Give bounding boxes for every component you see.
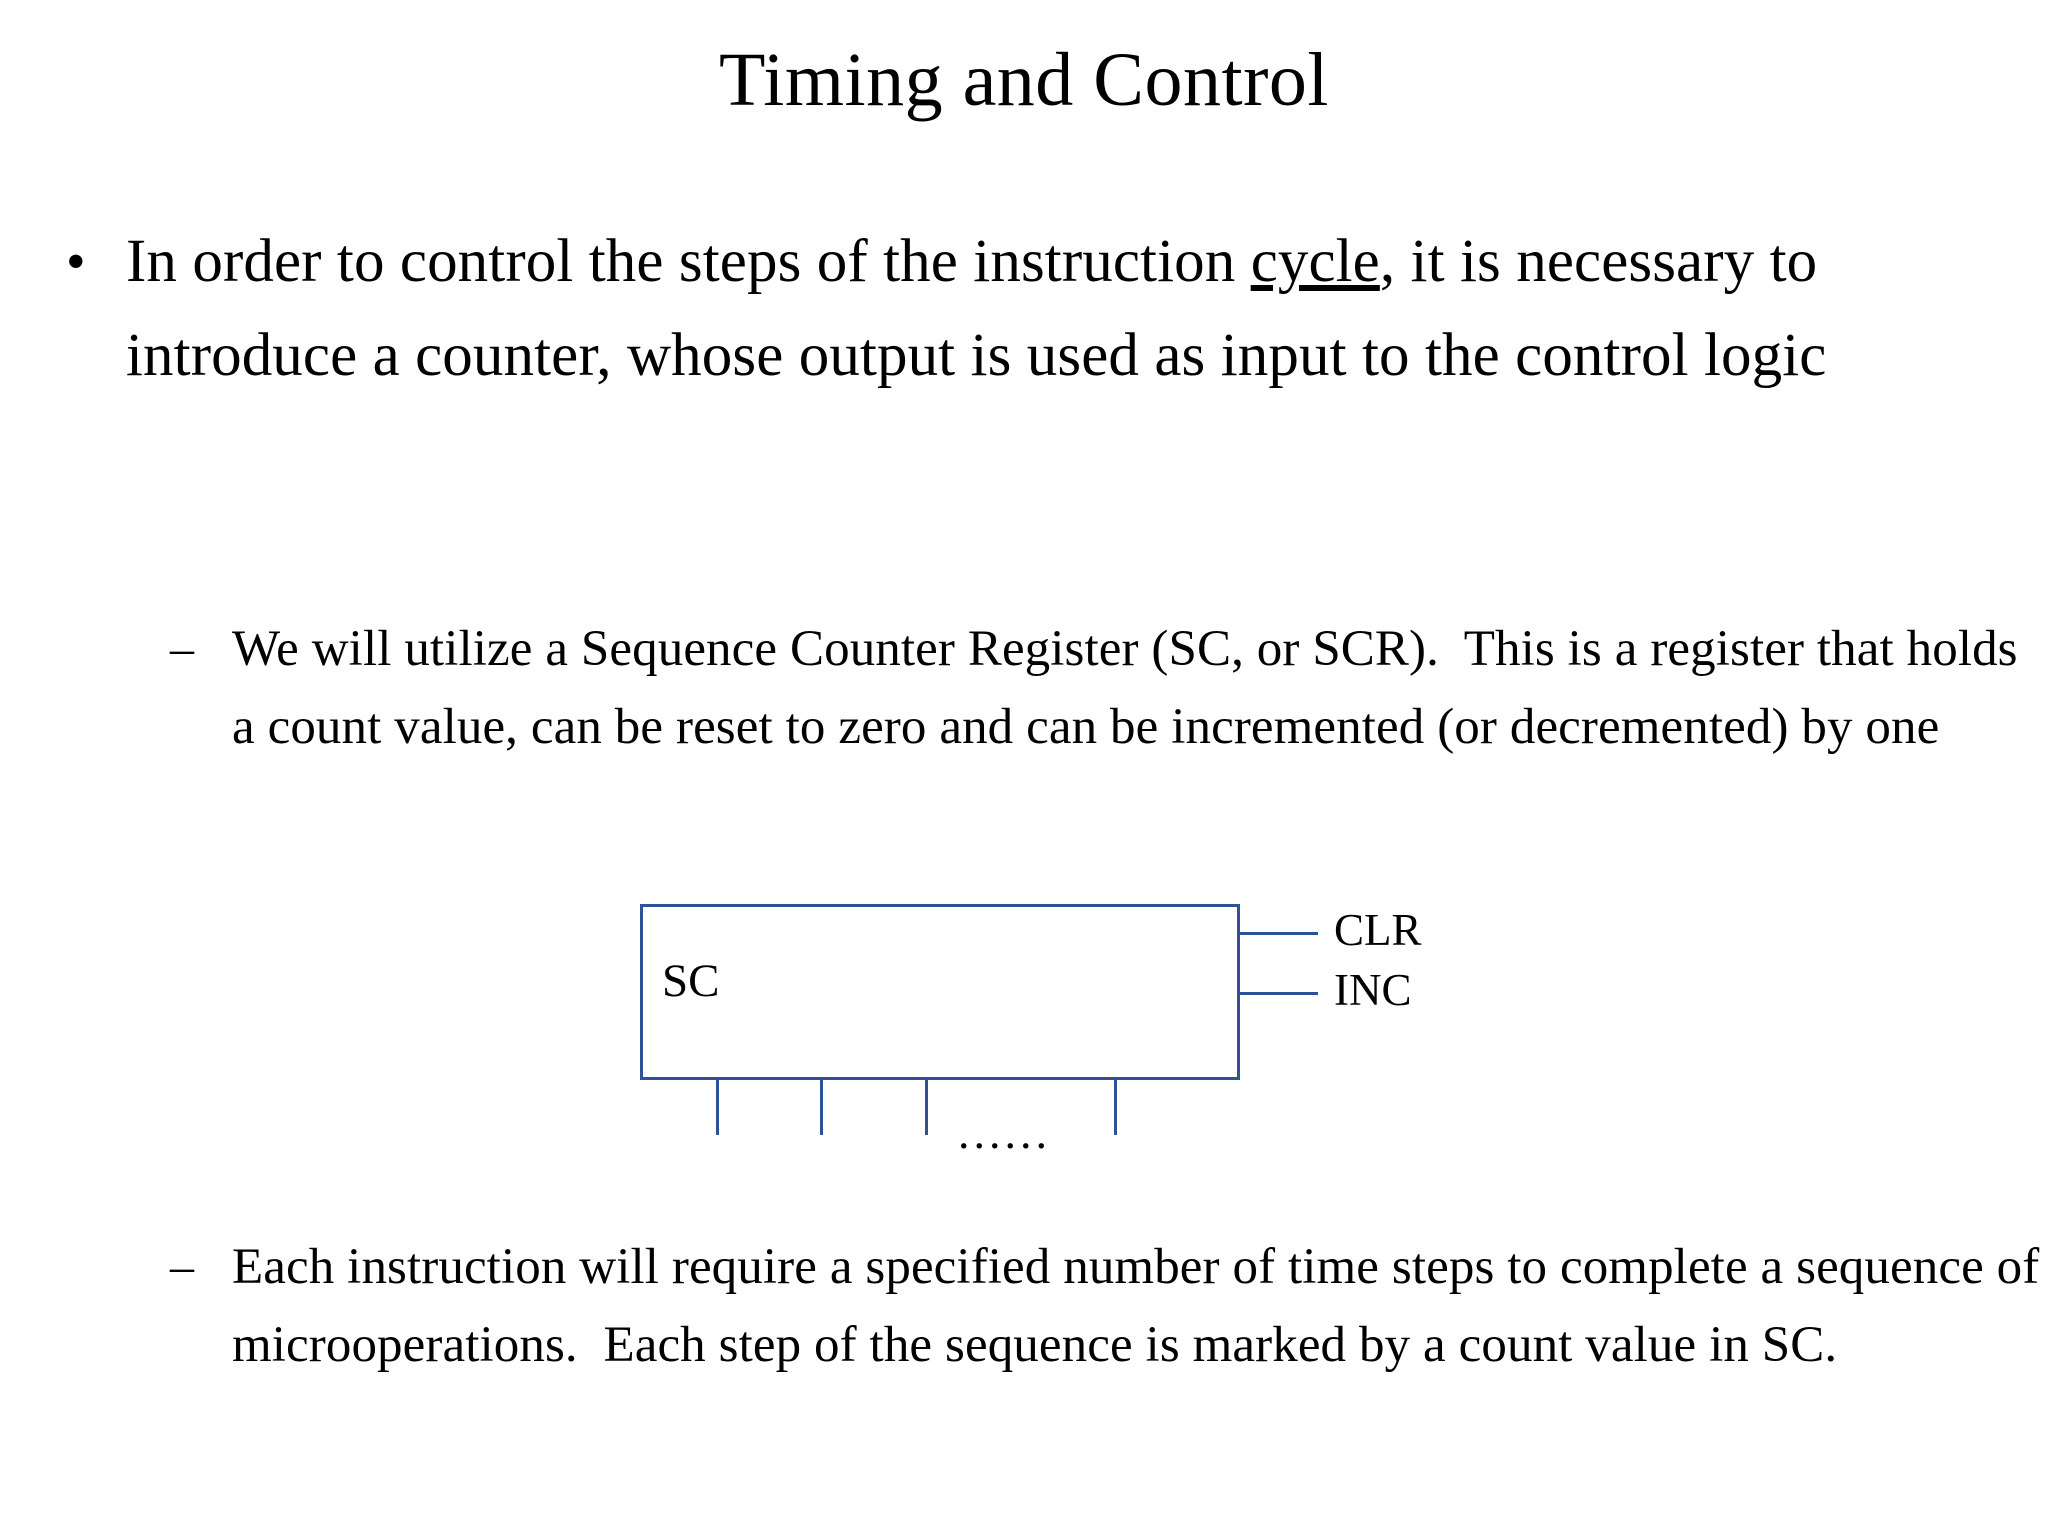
sc-register-label: SC	[662, 955, 720, 1007]
bullet-level1-underlined-word: cycle	[1250, 228, 1380, 295]
bullet-marker-dot: •	[66, 231, 86, 293]
bullet-marker-dash: –	[170, 622, 194, 675]
bullet-level2-sequence-counter: – We will utilize a Sequence Counter Reg…	[170, 610, 2040, 766]
bullet-level1-text-part1: In order to control the steps of the ins…	[126, 228, 1251, 295]
bullet-level2-instruction-steps: – Each instruction will require a specif…	[170, 1228, 2040, 1384]
bullet-marker-dash: –	[170, 1240, 194, 1293]
sequence-counter-register-diagram: SC CLR INC ......	[640, 904, 1422, 1164]
sc-output-line	[925, 1080, 928, 1135]
clr-input-label: CLR	[1334, 905, 1422, 955]
sc-register-box	[640, 904, 1240, 1080]
bullet-level1: • In order to control the steps of the i…	[58, 215, 2018, 403]
sc-output-line	[820, 1080, 823, 1135]
bullet-level2-instruction-steps-text: Each instruction will require a specifie…	[232, 1239, 2040, 1373]
bullet-level2-sequence-counter-text: We will utilize a Sequence Counter Regis…	[232, 621, 2031, 755]
sc-output-line	[1114, 1080, 1117, 1135]
ellipsis-dots: ......	[958, 1107, 1051, 1158]
inc-connector-line	[1240, 992, 1318, 995]
page-title: Timing and Control	[718, 38, 1330, 122]
sc-output-line	[716, 1080, 719, 1135]
clr-connector-line	[1240, 932, 1318, 935]
inc-input-label: INC	[1334, 965, 1412, 1015]
bullet-level1-text: In order to control the steps of the ins…	[126, 215, 2018, 403]
bullet-level1-text-part2: , it is necessary to introduce a counter…	[126, 228, 1827, 389]
